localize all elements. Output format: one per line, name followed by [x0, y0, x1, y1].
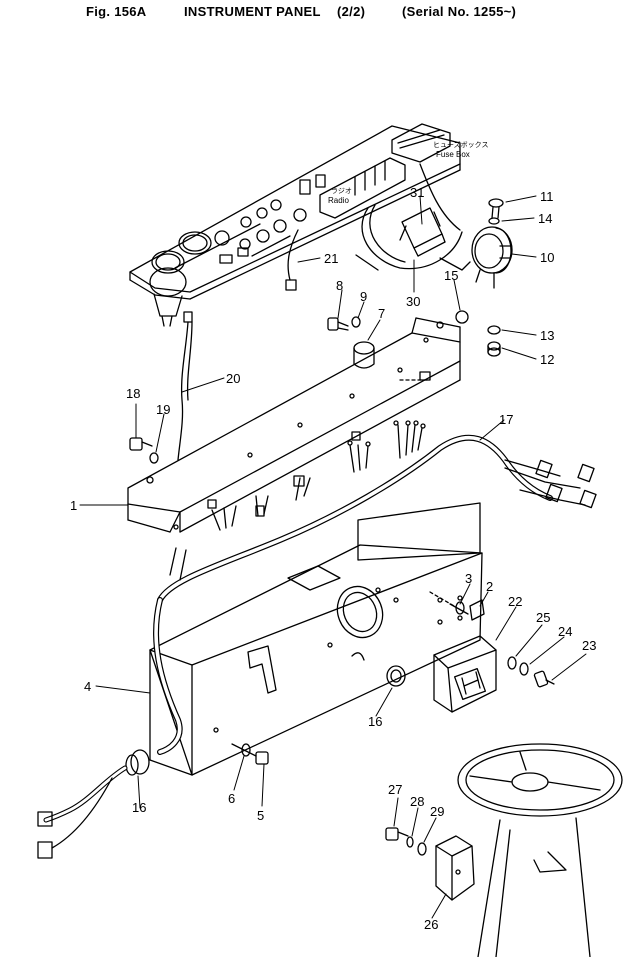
callout-5: 5: [257, 808, 264, 823]
radio-label: Radio: [328, 196, 349, 205]
callout-22: 22: [508, 594, 522, 609]
callout-4: 4: [84, 679, 91, 694]
wiring-harness: [153, 420, 597, 755]
callout-17: 17: [499, 412, 513, 427]
grommet-16: [386, 665, 406, 687]
washer-28: [406, 836, 414, 848]
callout-25: 25: [536, 610, 550, 625]
callout-11: 11: [540, 189, 554, 204]
callout-7: 7: [378, 306, 385, 321]
bolt-5: [231, 743, 269, 765]
washer-3: [455, 601, 465, 615]
callout-31: 31: [410, 185, 424, 200]
callout-30: 30: [406, 294, 420, 309]
washer-24: [519, 662, 529, 676]
callout-10: 10: [540, 250, 554, 265]
upper-instrument-plate: [129, 123, 461, 327]
washer-9: [351, 316, 361, 328]
wire-20: [177, 321, 189, 461]
callout-1: 1: [70, 498, 77, 513]
callout-28: 28: [410, 794, 424, 809]
radio-jp-label: ラジオ: [331, 187, 352, 195]
callout-19: 19: [156, 402, 170, 417]
wire-20-connector: [183, 311, 193, 323]
washer-19: [149, 452, 159, 464]
callout-14: 14: [538, 211, 552, 226]
bolt-8: [327, 317, 349, 331]
callout-20: 20: [226, 371, 240, 386]
hour-meter: [471, 226, 513, 289]
callout-27: 27: [388, 782, 402, 797]
gauge-bracket: [127, 317, 461, 533]
callout-2: 2: [486, 579, 493, 594]
figure-title: INSTRUMENT PANEL: [184, 4, 321, 19]
wire-21-connector: [285, 279, 297, 291]
washer-14: [488, 217, 500, 225]
callout-8: 8: [336, 278, 343, 293]
wire-21: [287, 229, 299, 281]
nut-15: [455, 310, 469, 324]
lower-panel: [149, 502, 483, 776]
washer-29: [417, 842, 427, 856]
callout-23: 23: [582, 638, 596, 653]
callout-6: 6: [228, 791, 235, 806]
bolt-23: [533, 670, 555, 688]
callout-12: 12: [540, 352, 554, 367]
grommet-lower-harness: [37, 749, 150, 859]
serial-range: (Serial No. 1255~): [402, 4, 517, 19]
leader-lines: [79, 195, 587, 919]
horn-switch-26: [435, 835, 475, 901]
bolt-18: [129, 437, 153, 451]
washer-25: [507, 656, 517, 670]
callout-13: 13: [540, 328, 554, 343]
wiring-loop-30: [355, 163, 471, 271]
fuse-box-label: Fuse Box: [436, 150, 470, 159]
callout-9: 9: [360, 289, 367, 304]
figure-header: Fig. 156A INSTRUMENT PANEL (2/2) (Serial…: [0, 0, 625, 26]
callout-15: 15: [444, 268, 458, 283]
figure-page: (2/2): [337, 4, 366, 19]
callout-16-grommet-panel: 16: [368, 714, 382, 729]
bolt-2-axis: [429, 591, 455, 607]
relay-7: [353, 341, 375, 369]
fuse-box-jp-label: ヒューズボックス: [433, 140, 488, 149]
washer-13: [487, 325, 501, 335]
wire-20-b: [186, 321, 193, 401]
figure-number: Fig. 156A: [86, 4, 147, 19]
nut-12: [487, 341, 501, 357]
callout-24: 24: [558, 624, 572, 639]
callout-3: 3: [465, 571, 472, 586]
bolt-27: [385, 827, 409, 841]
screw-11: [488, 198, 504, 219]
callout-26: 26: [424, 917, 438, 932]
callout-29: 29: [430, 804, 444, 819]
switch-box-22: [433, 635, 497, 713]
washer-6: [241, 743, 251, 757]
callout-21: 21: [324, 251, 338, 266]
callout-numbers: 1 2 3 4 5 6 7 8 9 10 11 12 13 14 15 16 1…: [70, 185, 596, 932]
callout-16-grommet-harness: 16: [132, 800, 146, 815]
callout-18: 18: [126, 386, 140, 401]
bolt-2: [449, 599, 485, 621]
steering-wheel: [457, 743, 623, 957]
